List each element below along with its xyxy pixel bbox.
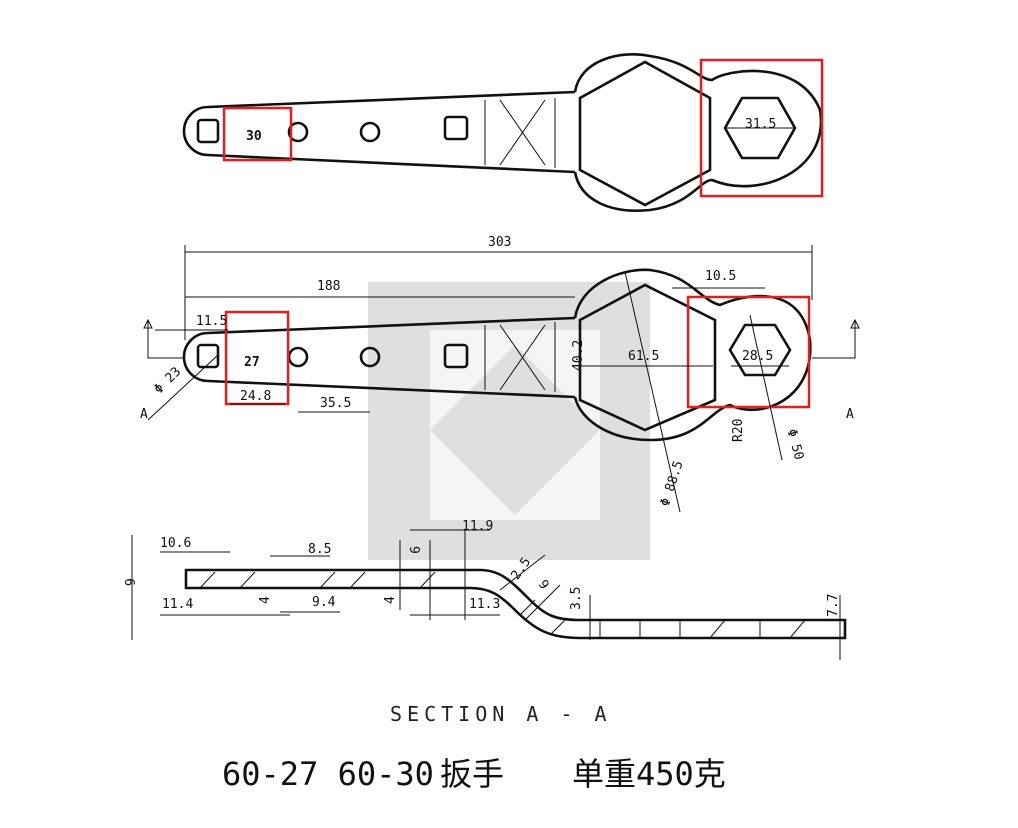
dim-28-5: 28.5	[742, 349, 773, 364]
title-part-numbers: 60-27 60-30	[222, 755, 434, 793]
dim-9-left: 9	[124, 578, 139, 586]
dim-35-5: 35.5	[320, 396, 351, 411]
dim-3-5: 3.5	[569, 587, 584, 610]
size-label-30: 30	[246, 129, 262, 144]
section-dimensions: 10.6 11.4 9 8.5 4 9.4 4 9 11.9 11.3 2.5 …	[124, 519, 841, 617]
dim-4-mid: 4	[383, 596, 398, 604]
dim-40-2: 40.2	[571, 340, 586, 371]
dim-188: 188	[317, 279, 340, 294]
highlight-box-28-5	[686, 295, 811, 409]
section-mark-a-right: A	[846, 407, 854, 422]
dim-9-mid: 9	[406, 546, 421, 554]
dim-61-5: 61.5	[628, 349, 659, 364]
dim-24-8: 24.8	[240, 389, 271, 404]
dim-10-6: 10.6	[160, 536, 191, 551]
dim-dia-23: Φ 23	[152, 364, 185, 397]
dim-10-5: 10.5	[705, 269, 736, 284]
section-mark-a-left: A	[140, 407, 148, 422]
dim-4-left: 4	[258, 596, 273, 604]
dim-9-slope: 9	[535, 577, 552, 592]
dim-dia-88-5: Φ 88.5	[658, 459, 687, 508]
dim-303: 303	[488, 235, 511, 250]
dim-8-5: 8.5	[308, 542, 331, 557]
dim-11-3: 11.3	[469, 597, 500, 612]
highlight-box-31-5	[699, 58, 824, 198]
dim-9-4: 9.4	[312, 595, 336, 610]
section-view	[131, 529, 847, 660]
hex-dim-31-5: 31.5	[745, 117, 776, 132]
highlight-box-30	[222, 106, 293, 162]
dim-7-7: 7.7	[826, 594, 841, 617]
drawing-title: 60-27 60-30 扳手 单重450克	[222, 755, 726, 793]
size-label-27: 27	[244, 355, 260, 370]
title-name: 扳手	[440, 755, 504, 793]
section-caption: SECTION A - A	[390, 702, 612, 726]
dim-11-4: 11.4	[162, 597, 193, 612]
title-weight: 单重450克	[572, 755, 726, 793]
dim-11-5: 11.5	[196, 314, 227, 329]
dim-r20: R20	[731, 419, 746, 442]
dim-11-9: 11.9	[462, 519, 493, 534]
top-view-wrench: 30 31.5	[182, 53, 824, 212]
dim-dia-50: Φ 50	[784, 427, 807, 461]
